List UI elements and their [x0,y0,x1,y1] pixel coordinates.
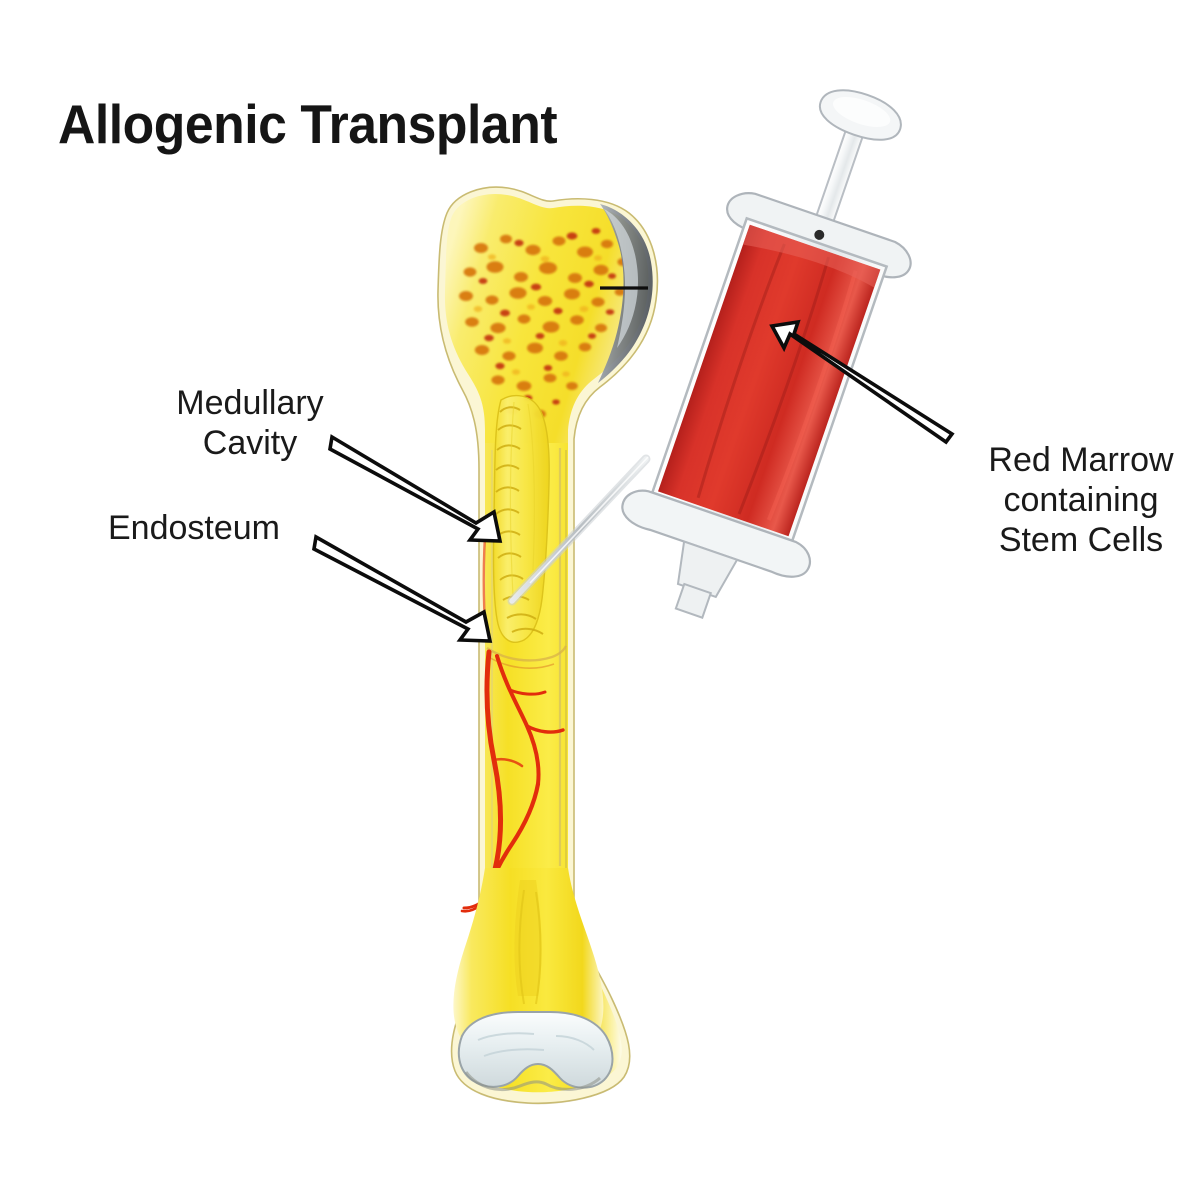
label-red-marrow: Red Marrow containing Stem Cells [988,441,1174,559]
page-title: Allogenic Transplant [58,93,558,155]
leader-medullary-cavity [328,434,503,543]
endosteum-lining [495,406,544,635]
syringe-needle [507,454,651,606]
syringe-hub [621,489,811,619]
red-marrow-fill [658,224,881,537]
label-endosteum: Endosteum [108,509,280,547]
medullary-cavity [492,394,550,643]
leader-lines [312,319,955,643]
leader-red-marrow [769,319,955,445]
distal-condyles [453,868,614,1091]
leader-endosteum [312,534,493,643]
proximal-epiphysis [444,193,653,445]
syringe [621,89,912,619]
trabecular-bone-speckles [459,228,629,419]
nutrient-blood-vessels [460,649,565,913]
bone-femur [437,186,659,1105]
label-medullary-cavity: Medullary Cavity [176,384,324,462]
syringe-plunger [812,89,902,232]
